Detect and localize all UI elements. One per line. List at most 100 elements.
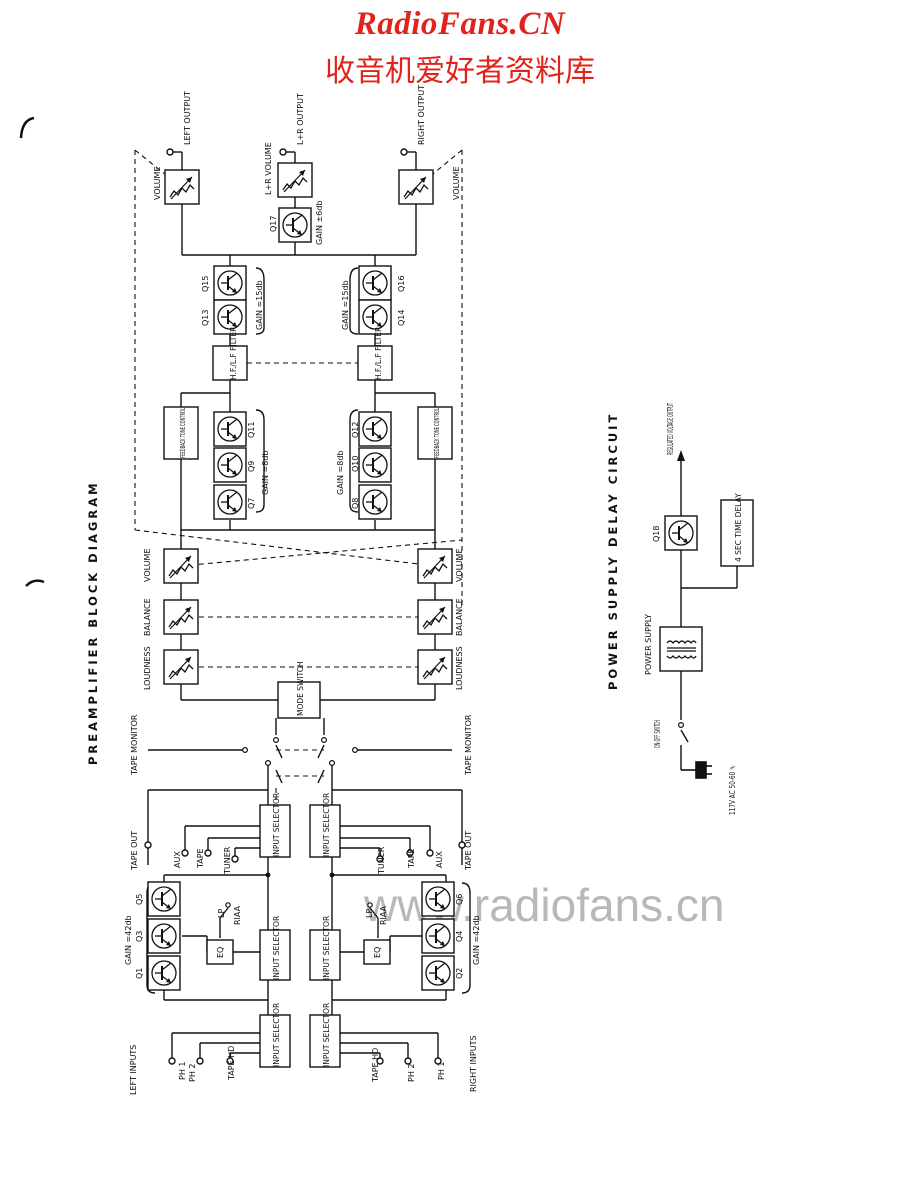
transistor-q8 — [358, 484, 392, 520]
right-tape-monitor-label: TAPE MONITOR — [464, 714, 473, 776]
right-ph1-label: PH 1 — [437, 1062, 446, 1080]
transistor-q3 — [147, 918, 181, 954]
transistor-q9 — [213, 447, 247, 483]
left-tone-label: FEEDBACK TONE CONTROL — [179, 408, 187, 458]
left-volume-pot — [164, 169, 200, 205]
transistor-q17 — [278, 207, 312, 243]
transistor-q11 — [213, 411, 247, 447]
q9-label: Q9 — [247, 461, 256, 472]
gain-right-15-label: GAIN ≈15db — [341, 280, 350, 330]
gain-left-8-label: GAIN ≈8db — [261, 450, 270, 495]
left-filter-label: H.F./L.F FILTER — [229, 327, 238, 380]
corner-mark — [25, 579, 45, 587]
right-aux-label: AUX — [435, 851, 444, 868]
left-loudness-pot — [163, 649, 199, 685]
left-output-terminal — [166, 148, 174, 156]
left-ph1-terminal — [168, 1057, 176, 1065]
q12-label: Q12 — [351, 422, 360, 438]
right-volume2-pot — [417, 548, 453, 584]
left-ph1-label: PH 1 — [178, 1062, 187, 1080]
transistor-q15 — [213, 265, 247, 301]
right-input-selector-2-label: INPUT SELECTOR — [322, 916, 331, 980]
transistor-q7 — [213, 484, 247, 520]
right-volume-pot — [398, 169, 434, 205]
right-filter-box — [357, 345, 393, 381]
right-eq-box — [363, 939, 391, 965]
right-eq-label: EQ — [373, 947, 382, 958]
left-tape-hd-label: TAPE HD — [227, 1046, 236, 1081]
transistor-q12 — [358, 411, 392, 447]
q2-label: Q2 — [455, 968, 464, 979]
right-aux-terminal — [426, 849, 434, 857]
site-subtitle: 收音机爱好者资料库 — [325, 54, 595, 89]
gain-right-42-label: GAIN ≈42db — [472, 915, 481, 965]
transistor-q16 — [358, 265, 392, 301]
left-volume2-label: VOLUME — [143, 549, 152, 583]
gain-left-42-label: GAIN ≈42db — [124, 915, 133, 965]
transistor-q4 — [421, 918, 455, 954]
q7-label: Q7 — [247, 498, 256, 509]
right-tuner-label: TUNER — [377, 846, 386, 875]
right-balance-label: BALANCE — [455, 598, 464, 636]
q13-label: Q13 — [201, 310, 210, 326]
left-tone-box — [163, 406, 199, 460]
left-tape-out-terminal — [144, 841, 152, 849]
transistor-q1 — [147, 955, 181, 991]
right-input-selector-3-label: INPUT SELECTOR — [322, 1003, 331, 1067]
right-tone-box — [417, 406, 453, 460]
right-lp-label: LP — [365, 909, 374, 918]
transistor-q6 — [421, 881, 455, 917]
right-output-terminal — [400, 148, 408, 156]
lr-volume-pot — [277, 162, 313, 198]
q5-label: Q5 — [135, 894, 144, 905]
left-inputs-label: LEFT INPUTS — [129, 1045, 138, 1095]
power-title: POWER SUPPLY DELAY CIRCUIT — [606, 412, 620, 690]
left-balance-pot — [163, 599, 199, 635]
left-tape-label: TAPE — [196, 848, 205, 869]
left-lp-label: LP — [217, 909, 226, 918]
right-tone-label: FEEDBACK TONE CONTROL — [433, 408, 441, 458]
q8-label: Q8 — [351, 498, 360, 509]
q11-label: Q11 — [247, 422, 256, 438]
left-input-selector-1 — [259, 804, 291, 858]
q3-label: Q3 — [135, 931, 144, 942]
left-loudness-label: LOUDNESS — [143, 646, 152, 690]
right-input-selector-2 — [309, 929, 341, 981]
transistor-q10 — [358, 447, 392, 483]
output-arrow-icon — [677, 450, 685, 461]
q6-label: Q6 — [455, 894, 464, 905]
left-input-selector-3 — [259, 1014, 291, 1068]
transistor-q5 — [147, 881, 181, 917]
right-tape-out-label: TAPE OUT — [464, 831, 473, 871]
gain-q17-label: GAIN ±6db — [315, 200, 324, 245]
right-loudness-label: LOUDNESS — [455, 646, 464, 690]
right-inputs-label: RIGHT INPUTS — [469, 1035, 478, 1092]
left-filter-box — [212, 345, 248, 381]
right-tape-hd-label: TAPE HD — [371, 1048, 380, 1083]
left-tape-terminal — [204, 849, 212, 857]
time-delay-box — [720, 499, 754, 567]
lr-output-label: L+R OUTPUT — [296, 93, 305, 145]
left-input-selector-2-label: INPUT SELECTOR — [272, 916, 281, 980]
left-volume2-pot — [163, 548, 199, 584]
left-input-selector-3-label: INPUT SELECTOR — [272, 1003, 281, 1067]
regulated-output-label: REGULATED VOLTAGE OUTPUT — [666, 403, 675, 455]
left-tape-monitor-label: TAPE MONITOR — [130, 714, 139, 776]
q15-label: Q15 — [201, 276, 210, 292]
power-supply-box — [659, 626, 703, 672]
left-balance-label: BALANCE — [143, 598, 152, 636]
q16-label: Q16 — [397, 276, 406, 292]
right-tape-label: TAPE — [407, 848, 416, 869]
gain-left-15-label: GAIN ≈15db — [255, 280, 264, 330]
lr-output-terminal — [279, 148, 287, 156]
transformer-icon — [666, 640, 697, 659]
right-filter-label: H.F./L.F FILTER — [374, 327, 383, 380]
transistor-q18 — [664, 515, 698, 551]
lr-volume-label: L+R VOLUME — [264, 142, 273, 195]
left-riaa-label: RIAA — [233, 905, 242, 925]
left-tuner-terminal — [231, 855, 239, 863]
q18-label: Q18 — [652, 526, 661, 542]
time-delay-label: 4 SEC TIME DELAY — [734, 493, 743, 562]
q14-label: Q14 — [397, 310, 406, 326]
